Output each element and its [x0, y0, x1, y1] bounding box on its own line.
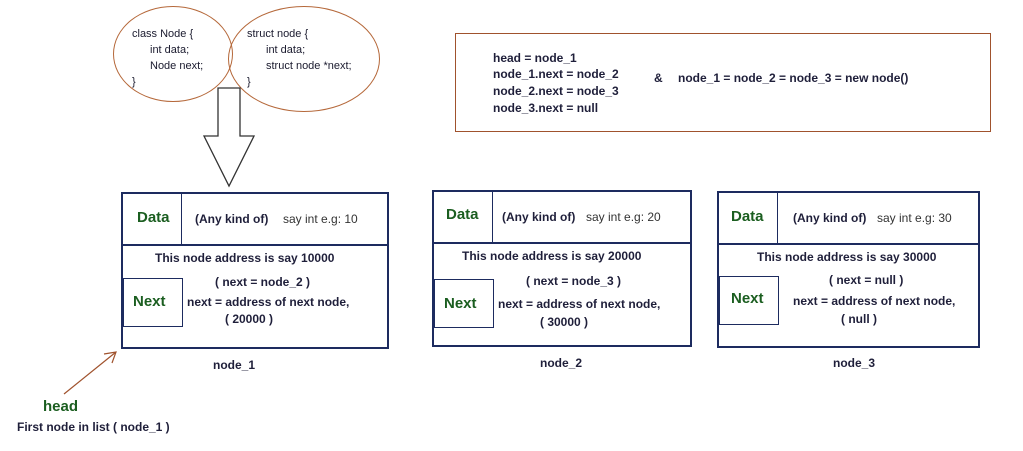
- node-3-next-eq: ( next = null ): [829, 273, 904, 287]
- node-1-next-label: Next: [133, 293, 166, 310]
- node-1-header: [123, 194, 387, 246]
- node-box-3: Data (Any kind of) say int e.g: 30 This …: [717, 191, 980, 348]
- node-2-next-desc: next = address of next node,: [498, 297, 661, 311]
- node-3-name: node_3: [833, 356, 876, 370]
- info-line-1: head = node_1: [493, 51, 577, 65]
- node-1-next-desc: next = address of next node,: [187, 295, 350, 309]
- node-3-next-label: Next: [731, 290, 764, 307]
- struct-node-line-1: struct node {: [247, 28, 309, 40]
- info-ampersand: &: [654, 71, 663, 85]
- node-1-data-kind: (Any kind of): [195, 212, 269, 226]
- node-1-next-addr: ( 20000 ): [225, 312, 274, 326]
- node-3-next-addr: ( null ): [841, 312, 877, 326]
- node-2-name: node_2: [540, 356, 583, 370]
- node-1-next-eq: ( next = node_2 ): [215, 275, 311, 289]
- struct-node-line-4: }: [247, 76, 251, 88]
- node-1-data-value: say int e.g: 10: [283, 212, 358, 226]
- node-1-name: node_1: [213, 358, 256, 372]
- node-2-address: This node address is say 20000: [462, 249, 642, 263]
- head-pointer-arrow-icon: [63, 351, 117, 395]
- node-2-data-label: Data: [446, 206, 479, 223]
- node-2-next-label: Next: [444, 295, 477, 312]
- node-3-next-desc: next = address of next node,: [793, 294, 956, 308]
- head-description: First node in list ( node_1 ): [17, 420, 170, 434]
- node-2-header: [434, 192, 690, 244]
- node-2-data-cell: [434, 192, 493, 242]
- info-line-4: node_3.next = null: [493, 101, 599, 115]
- node-1-next-cell: [123, 278, 183, 327]
- node-3-address: This node address is say 30000: [757, 250, 937, 264]
- node-box-1: Data (Any kind of) say int e.g: 10 This …: [121, 192, 389, 349]
- node-1-address: This node address is say 10000: [155, 251, 335, 265]
- node-2-data-kind: (Any kind of): [502, 210, 576, 224]
- struct-node-line-3: struct node *next;: [266, 60, 352, 72]
- node-3-header: [719, 193, 978, 245]
- head-label: head: [43, 398, 79, 415]
- class-node-line-2: int data;: [150, 44, 190, 56]
- node-2-next-addr: ( 30000 ): [540, 315, 589, 329]
- struct-node-ellipse: [228, 6, 380, 112]
- node-3-next-cell: [719, 276, 779, 325]
- down-arrow-icon: [202, 87, 256, 188]
- node-3-data-label: Data: [731, 208, 764, 225]
- info-line-3: node_2.next = node_3: [493, 84, 619, 98]
- assignment-info-box: [455, 33, 991, 132]
- node-3-data-value: say int e.g: 30: [877, 211, 952, 225]
- node-2-next-eq: ( next = node_3 ): [526, 274, 622, 288]
- node-1-data-cell: [123, 194, 182, 244]
- node-2-next-cell: [434, 279, 494, 328]
- node-3-data-cell: [719, 193, 778, 243]
- class-node-line-1: class Node {: [132, 28, 194, 40]
- node-box-2: Data (Any kind of) say int e.g: 20 This …: [432, 190, 692, 347]
- info-assign: node_1 = node_2 = node_3 = new node(): [678, 71, 909, 85]
- node-1-data-label: Data: [137, 209, 170, 226]
- node-3-data-kind: (Any kind of): [793, 211, 867, 225]
- class-node-line-4: }: [132, 76, 136, 88]
- info-line-2: node_1.next = node_2: [493, 67, 619, 81]
- struct-node-line-2: int data;: [266, 44, 306, 56]
- node-2-data-value: say int e.g: 20: [586, 210, 661, 224]
- class-node-line-3: Node next;: [150, 60, 204, 72]
